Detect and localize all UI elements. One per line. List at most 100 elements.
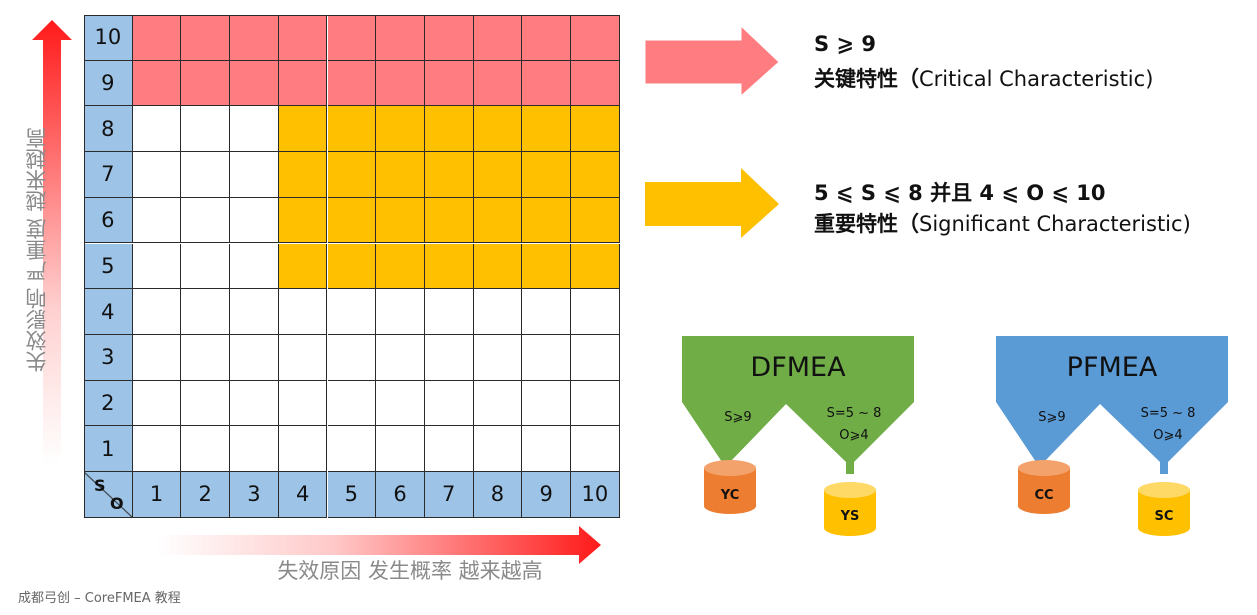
matrix-cell-empty <box>278 380 328 427</box>
critical-condition: S ⩾ 9 <box>814 32 876 56</box>
matrix-cell-empty <box>132 426 182 472</box>
matrix-cell-empty <box>230 426 279 472</box>
matrix-cell-empty <box>473 380 523 427</box>
matrix-cell-significant <box>571 106 620 153</box>
matrix-cell-critical <box>181 15 231 61</box>
matrix-cell-critical <box>278 15 328 61</box>
matrix-cell-critical <box>522 60 571 107</box>
matrix-cell-significant <box>522 197 571 244</box>
matrix-cell-empty <box>230 243 279 290</box>
pfmea-left-rule: S⩾9 <box>1038 410 1066 425</box>
significant-name-en: Significant Characteristic) <box>919 212 1191 236</box>
severity-label-6: 6 <box>84 197 133 244</box>
ys-cylinder <box>824 482 876 536</box>
footer-credit: 成都弓创 – CoreFMEA 教程 <box>18 591 181 606</box>
matrix-cell-empty <box>278 334 328 381</box>
matrix-cell-significant <box>278 106 328 153</box>
matrix-cell-critical <box>132 60 182 107</box>
matrix-cell-empty <box>522 380 571 427</box>
dfmea-right-rule-1: S=5 ~ 8 <box>826 406 882 421</box>
pfmea-funnel <box>996 336 1228 536</box>
matrix-cell-empty <box>132 152 182 198</box>
matrix-cell-empty <box>571 380 620 427</box>
matrix-cell-critical <box>327 60 377 107</box>
cc-label: CC <box>1034 488 1054 503</box>
occurrence-label-2: 2 <box>181 472 231 518</box>
matrix-cell-empty <box>473 289 523 335</box>
severity-label-10: 10 <box>84 15 133 61</box>
corner-s-label: S <box>94 476 106 495</box>
matrix-cell-critical <box>571 60 620 107</box>
sc-label: SC <box>1154 509 1174 524</box>
matrix-cell-empty <box>571 289 620 335</box>
matrix-cell-significant <box>473 152 523 198</box>
matrix-cell-empty <box>132 106 182 153</box>
matrix-cell-empty <box>132 197 182 244</box>
critical-name-en: Critical Characteristic) <box>919 67 1154 91</box>
matrix-cell-critical <box>376 60 425 107</box>
matrix-cell-empty <box>181 106 231 153</box>
occurrence-axis-label: 失效原因 发生概率 越来越高 <box>277 559 543 583</box>
pfmea-right-rule-1: S=5 ~ 8 <box>1140 406 1196 421</box>
significant-name: 重要特性（Significant Characteristic) <box>814 212 1191 236</box>
matrix-cell-empty <box>327 380 377 427</box>
matrix-cell-significant <box>327 152 377 198</box>
critical-name: 关键特性（Critical Characteristic) <box>814 67 1154 91</box>
matrix-cell-empty <box>181 426 231 472</box>
matrix-cell-significant <box>376 106 425 153</box>
matrix-cell-empty <box>473 426 523 472</box>
matrix-cell-empty <box>230 334 279 381</box>
occurrence-label-8: 8 <box>473 472 523 518</box>
severity-label-3: 3 <box>84 334 133 381</box>
dfmea-left-rule: S⩾9 <box>724 410 752 425</box>
matrix-cell-significant <box>327 106 377 153</box>
matrix-cell-empty <box>424 334 474 381</box>
matrix-cell-empty <box>278 289 328 335</box>
matrix-cell-critical <box>230 15 279 61</box>
matrix-cell-critical <box>376 15 425 61</box>
dfmea-funnel <box>682 336 914 536</box>
matrix-cell-empty <box>424 426 474 472</box>
severity-label-4: 4 <box>84 289 133 335</box>
matrix-cell-empty <box>132 289 182 335</box>
corner-o-label: O <box>110 494 124 513</box>
matrix-cell-empty <box>571 334 620 381</box>
sc-cylinder <box>1138 482 1190 536</box>
severity-label-1: 1 <box>84 426 133 472</box>
dfmea-right-rule-2: O⩾4 <box>839 428 869 443</box>
matrix-cell-significant <box>424 106 474 153</box>
severity-label-5: 5 <box>84 243 133 290</box>
matrix-cell-critical <box>278 60 328 107</box>
matrix-cell-empty <box>327 426 377 472</box>
severity-label-9: 9 <box>84 60 133 107</box>
ys-label: YS <box>840 509 860 524</box>
pfmea-title: PFMEA <box>1066 352 1158 383</box>
occurrence-label-3: 3 <box>230 472 279 518</box>
matrix-cell-critical <box>571 15 620 61</box>
matrix-cell-empty <box>181 197 231 244</box>
matrix-cell-empty <box>376 426 425 472</box>
matrix-cell-significant <box>376 152 425 198</box>
matrix-cell-empty <box>327 289 377 335</box>
critical-rule-arrow <box>644 24 780 98</box>
matrix-cell-significant <box>376 197 425 244</box>
matrix-cell-critical <box>230 60 279 107</box>
matrix-cell-significant <box>278 243 328 290</box>
matrix-cell-critical <box>522 15 571 61</box>
matrix-cell-significant <box>522 243 571 290</box>
matrix-cell-empty <box>376 380 425 427</box>
matrix-cell-significant <box>424 197 474 244</box>
matrix-cell-critical <box>181 60 231 107</box>
severity-label-2: 2 <box>84 380 133 427</box>
yc-label: YC <box>720 488 740 503</box>
matrix-cell-significant <box>473 197 523 244</box>
matrix-cell-significant <box>473 243 523 290</box>
matrix-cell-empty <box>230 152 279 198</box>
matrix-cell-empty <box>132 334 182 381</box>
occurrence-label-1: 1 <box>132 472 182 518</box>
matrix-cell-critical <box>424 15 474 61</box>
occurrence-label-7: 7 <box>424 472 474 518</box>
matrix-cell-significant <box>424 152 474 198</box>
matrix-cell-empty <box>230 380 279 427</box>
